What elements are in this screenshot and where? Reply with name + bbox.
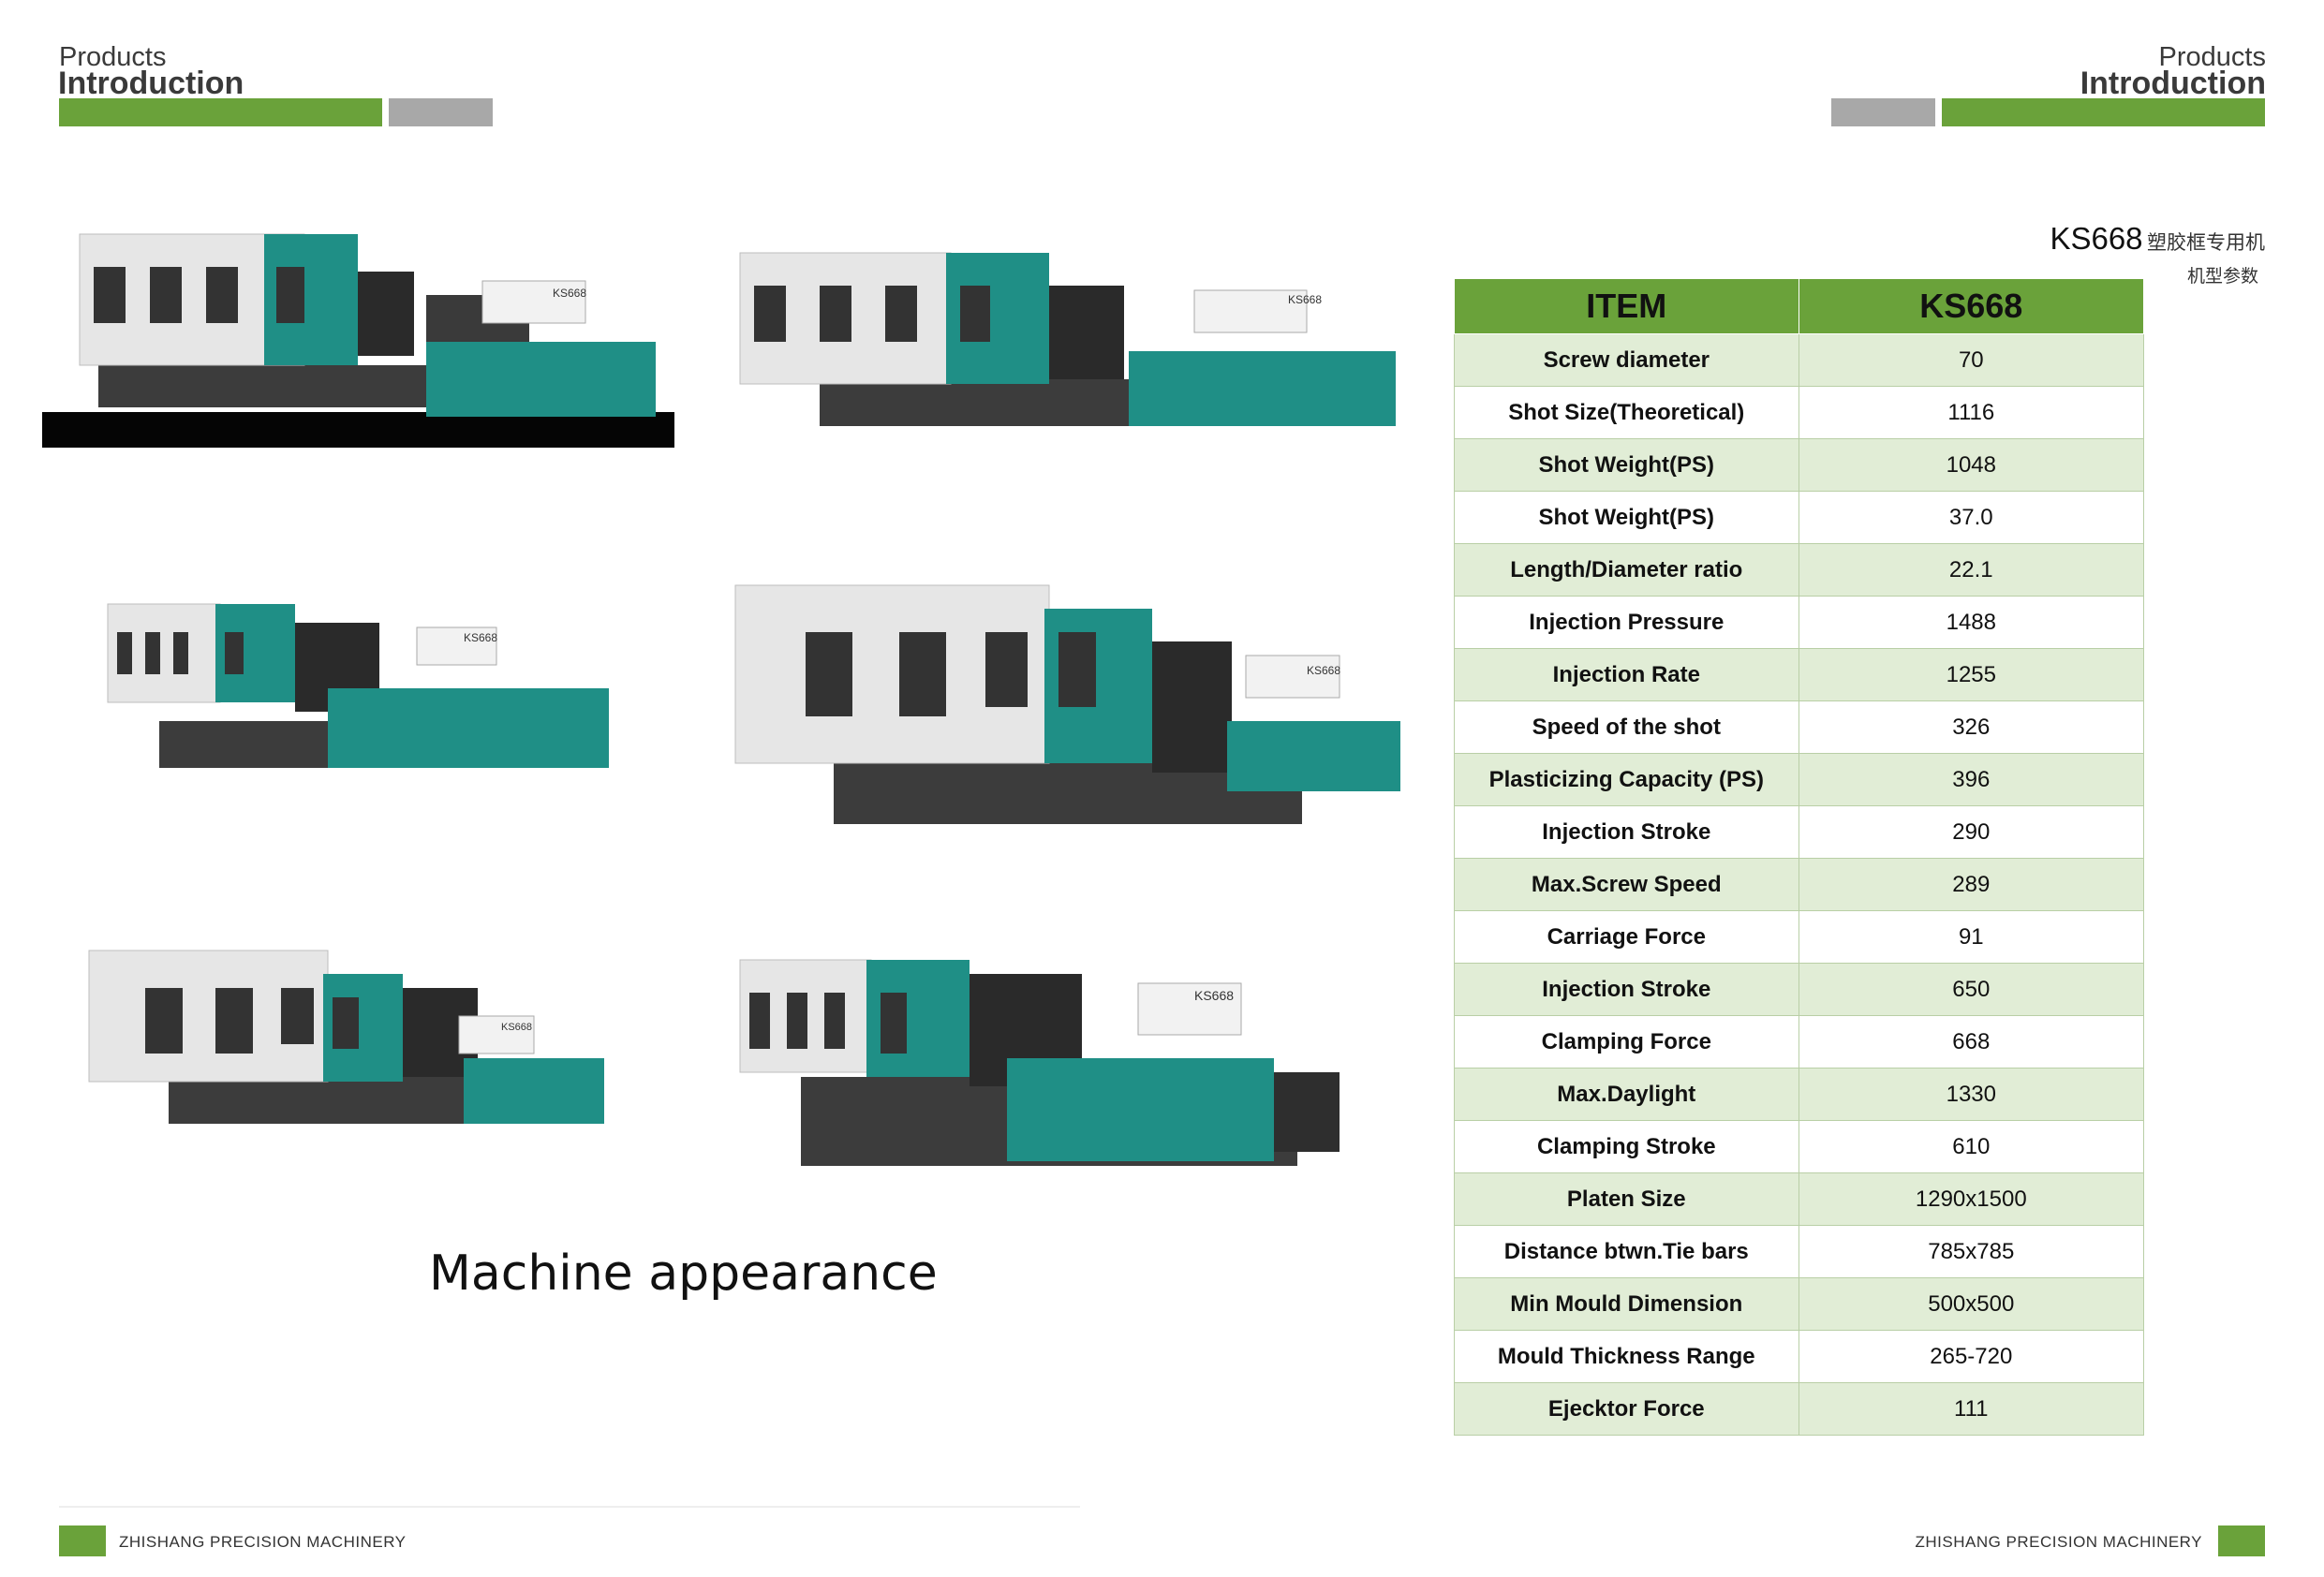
machine-image-4: KS668 <box>734 584 1400 824</box>
spec-item: Ejecktor Force <box>1454 1382 1799 1436</box>
machine-appearance-caption: Machine appearance <box>429 1245 938 1302</box>
header-right-gray-bar <box>1831 98 1935 126</box>
spec-row: Shot Size(Theoretical)1116 <box>1454 386 2145 439</box>
machine-label-4: KS668 <box>1307 664 1340 677</box>
spec-value: 1048 <box>1798 438 2145 492</box>
machine-label-3: KS668 <box>464 631 497 644</box>
spec-value: 396 <box>1798 753 2145 806</box>
spec-item: Length/Diameter ratio <box>1454 543 1799 597</box>
spec-value: 668 <box>1798 1015 2145 1069</box>
spec-value: 70 <box>1798 333 2145 387</box>
header-right-small: Products <box>2158 42 2266 72</box>
spec-value: 326 <box>1798 700 2145 754</box>
footer-left-square <box>59 1525 106 1556</box>
header-right-green-bar <box>1942 98 2265 126</box>
footer-right-square <box>2218 1525 2265 1556</box>
spec-item: Speed of the shot <box>1454 700 1799 754</box>
spec-item: Injection Pressure <box>1454 596 1799 649</box>
spec-item: Min Mould Dimension <box>1454 1277 1799 1331</box>
spec-item: Carriage Force <box>1454 910 1799 964</box>
spec-value: 290 <box>1798 805 2145 859</box>
spec-value: 1488 <box>1798 596 2145 649</box>
spec-item: Shot Weight(PS) <box>1454 438 1799 492</box>
spec-value: 22.1 <box>1798 543 2145 597</box>
spec-item: Mould Thickness Range <box>1454 1330 1799 1383</box>
machine-image-5: KS668 <box>88 950 604 1124</box>
model-cn-title: 塑胶框专用机 <box>2147 231 2265 254</box>
spec-value: 1255 <box>1798 648 2145 701</box>
header-model: KS668 <box>1798 278 2145 334</box>
spec-value: 37.0 <box>1798 491 2145 544</box>
spec-item: Clamping Force <box>1454 1015 1799 1069</box>
spec-item: Screw diameter <box>1454 333 1799 387</box>
spec-item: Shot Weight(PS) <box>1454 491 1799 544</box>
header-left-small: Products <box>59 42 167 72</box>
spec-value: 1330 <box>1798 1068 2145 1121</box>
spec-value: 1116 <box>1798 386 2145 439</box>
header-left-big: Introduction <box>58 66 244 101</box>
spec-row: Shot Weight(PS)1048 <box>1454 438 2145 492</box>
spec-value: 1290x1500 <box>1798 1172 2145 1226</box>
spec-item: Clamping Stroke <box>1454 1120 1799 1173</box>
model-cn-subtitle: 机型参数 <box>2186 266 2258 287</box>
spec-item: Distance btwn.Tie bars <box>1454 1225 1799 1278</box>
spec-value: 500x500 <box>1798 1277 2145 1331</box>
machine-image-6: KS668 <box>739 959 1340 1166</box>
spec-value: 111 <box>1798 1382 2145 1436</box>
machine-label-1: KS668 <box>553 287 586 300</box>
spec-value: 265-720 <box>1798 1330 2145 1383</box>
spec-item: Platen Size <box>1454 1172 1799 1226</box>
machine-image-1: KS668 <box>42 233 674 448</box>
spec-item: Max.Daylight <box>1454 1068 1799 1121</box>
model-title: KS668 塑胶框专用机 <box>2050 221 2265 257</box>
footer-right-text: ZHISHANG PRECISION MACHINERY <box>1915 1533 2202 1551</box>
spec-item: Plasticizing Capacity (PS) <box>1454 753 1799 806</box>
spec-value: 650 <box>1798 963 2145 1016</box>
spec-row: Shot Weight(PS)37.0 <box>1454 491 2145 544</box>
header-right-big: Introduction <box>2080 66 2266 101</box>
machine-label-6: KS668 <box>1194 988 1234 1003</box>
machine-label-2: KS668 <box>1288 293 1322 306</box>
spec-item: Injection Rate <box>1454 648 1799 701</box>
spec-value: 610 <box>1798 1120 2145 1173</box>
machine-label-5: KS668 <box>501 1022 532 1033</box>
model-name: KS668 <box>2050 221 2143 256</box>
header-left-green-bar <box>59 98 382 126</box>
machine-image-2: KS668 <box>739 252 1396 426</box>
spec-item: Max.Screw Speed <box>1454 858 1799 911</box>
footer-left-text: ZHISHANG PRECISION MACHINERY <box>119 1533 407 1551</box>
spec-item: Injection Stroke <box>1454 963 1799 1016</box>
header-item: ITEM <box>1454 278 1799 334</box>
footer-divider-left <box>59 1506 1080 1508</box>
header-left-gray-bar <box>389 98 493 126</box>
spec-item: Injection Stroke <box>1454 805 1799 859</box>
machine-image-3: KS668 <box>107 603 609 768</box>
spec-value: 785x785 <box>1798 1225 2145 1278</box>
spec-table-header: ITEM KS668 <box>1454 278 2145 334</box>
spec-value: 289 <box>1798 858 2145 911</box>
spec-row: Plasticizing Capacity (PS)396 <box>1454 753 2145 806</box>
spec-value: 91 <box>1798 910 2145 964</box>
spec-item: Shot Size(Theoretical) <box>1454 386 1799 439</box>
